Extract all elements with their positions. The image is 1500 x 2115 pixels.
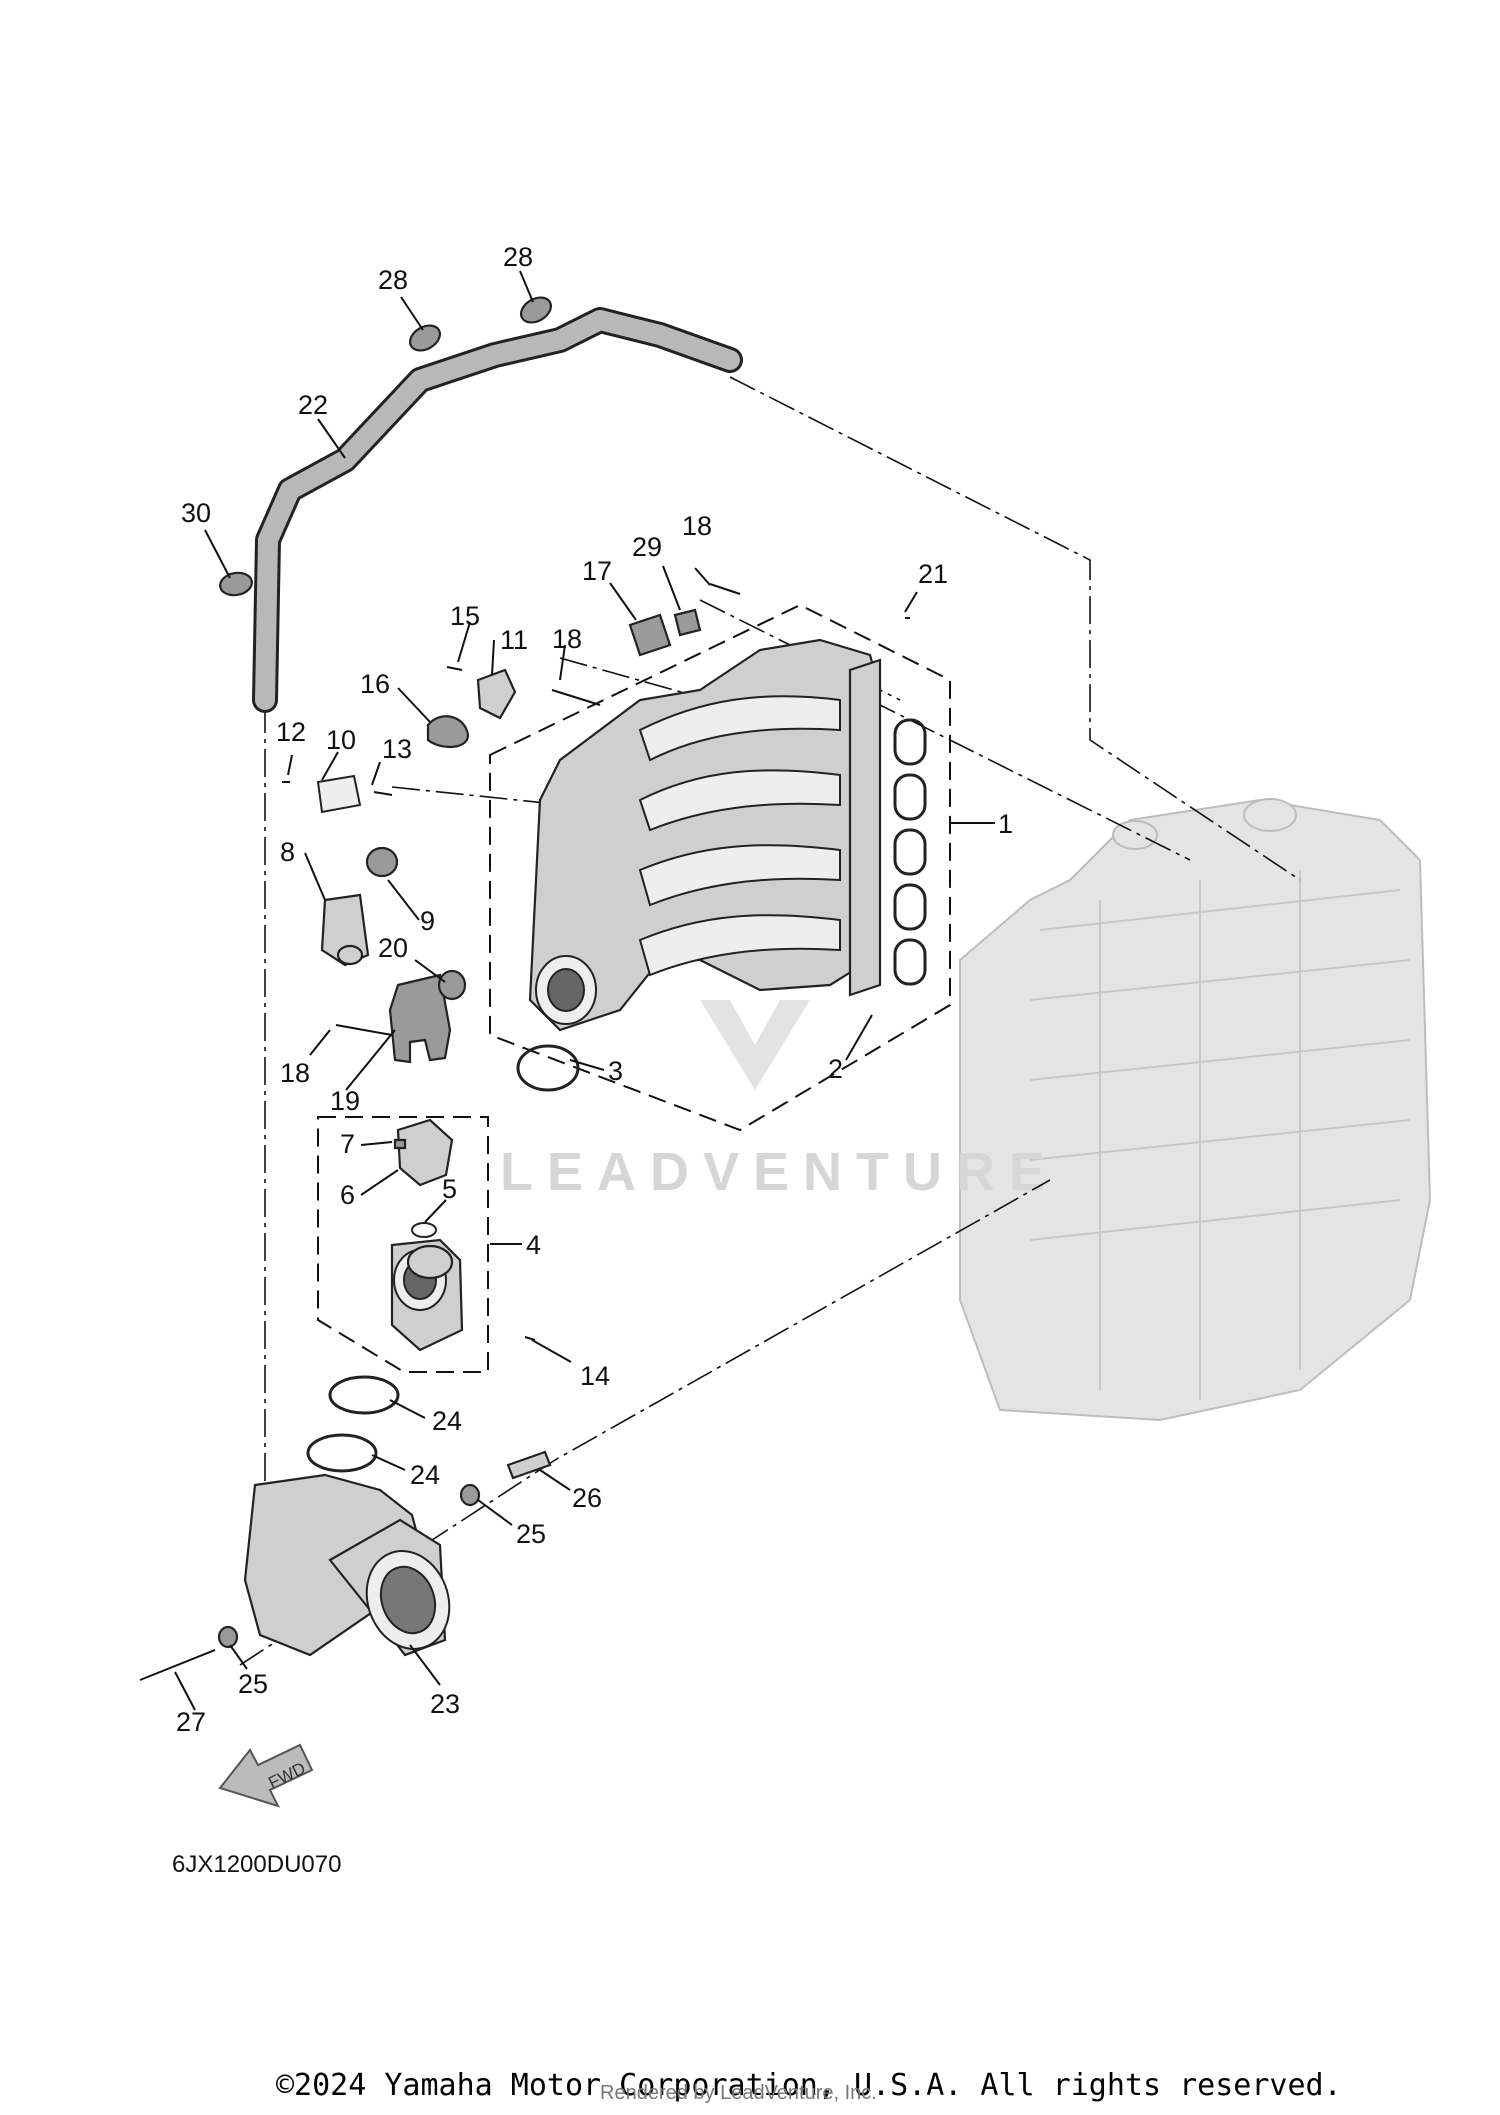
bracket [388, 973, 452, 1064]
grommet-20 [437, 969, 467, 1001]
callout-18: 18 [552, 624, 582, 654]
silencer-o-ring-lower [306, 1433, 378, 1473]
assembly-outlines [317, 603, 951, 1373]
callout-20: 20 [378, 933, 408, 963]
callout-21: 21 [918, 559, 948, 589]
sensor-o-ring [411, 1222, 437, 1238]
callout-6: 6 [340, 1180, 355, 1210]
clamp-16 [426, 715, 470, 748]
callout-28: 28 [503, 242, 533, 272]
callout-16: 16 [360, 669, 390, 699]
callout-5: 5 [442, 1174, 457, 1204]
o-ring [516, 1044, 580, 1092]
engine-block [959, 798, 1432, 1422]
watermark-text: LEADVENTURE [500, 1142, 1059, 1202]
callout-23: 23 [430, 1689, 460, 1719]
callout-7: 7 [340, 1129, 355, 1159]
sensor-screw [393, 1138, 407, 1150]
manifold-assembly-outline [489, 603, 951, 1132]
diagram-code: 6JX1200DU070 [172, 1851, 342, 1878]
callout-14: 14 [580, 1361, 610, 1391]
callout-2: 2 [828, 1054, 843, 1084]
callout-18: 18 [682, 511, 712, 541]
leader-lines [174, 270, 995, 1711]
callout-25: 25 [238, 1669, 268, 1699]
copyright-notice: ©2024 Yamaha Motor Corporation, U.S.A. A… [276, 2068, 1342, 2103]
bolts [139, 583, 910, 1681]
callout-28: 28 [378, 265, 408, 295]
throttle-position-sensor [396, 1118, 454, 1187]
callout-29: 29 [632, 532, 662, 562]
callouts: 1 2 3 4 5 6 7 8 9 10 11 12 13 14 15 16 1… [176, 242, 1013, 1737]
callout-19: 19 [330, 1086, 360, 1116]
callout-26: 26 [572, 1483, 602, 1513]
intake-sensor [476, 668, 517, 720]
callout-8: 8 [280, 837, 295, 867]
collar-lower [217, 1625, 239, 1649]
watermark: LEADVENTURE [500, 1000, 1059, 1202]
joint-26 [506, 1450, 552, 1480]
callout-3: 3 [608, 1056, 623, 1086]
hose-clamps [219, 296, 553, 597]
callout-9: 9 [420, 906, 435, 936]
fitting-29 [673, 608, 702, 637]
callout-12: 12 [276, 717, 306, 747]
rendered-by-notice: Rendered by LeadVenture, Inc. [600, 2082, 877, 2104]
connector-17 [628, 613, 672, 657]
callout-15: 15 [450, 601, 480, 631]
callout-18: 18 [280, 1058, 310, 1088]
grommet [365, 846, 399, 878]
valve-bracket [316, 774, 362, 814]
silencer-o-ring-upper [328, 1375, 400, 1415]
callout-25: 25 [516, 1519, 546, 1549]
callout-24: 24 [410, 1460, 440, 1490]
intake-silencer [243, 1473, 451, 1657]
collar-upper [459, 1483, 481, 1507]
callout-4: 4 [526, 1230, 541, 1260]
callout-17: 17 [582, 556, 612, 586]
idle-control-valve [320, 893, 370, 967]
forward-arrow: FWD [218, 1743, 314, 1808]
callout-10: 10 [326, 725, 356, 755]
callout-27: 27 [176, 1707, 206, 1737]
throttle-body-assembly-outline [317, 1116, 489, 1373]
callout-11: 11 [500, 625, 528, 655]
callout-24: 24 [432, 1406, 462, 1436]
callout-30: 30 [181, 498, 211, 528]
throttle-body [390, 1238, 464, 1352]
callout-22: 22 [298, 390, 328, 420]
intake-manifold [528, 638, 882, 1032]
callout-13: 13 [382, 734, 412, 764]
manifold-gasket [893, 718, 927, 986]
callout-1: 1 [998, 809, 1013, 839]
